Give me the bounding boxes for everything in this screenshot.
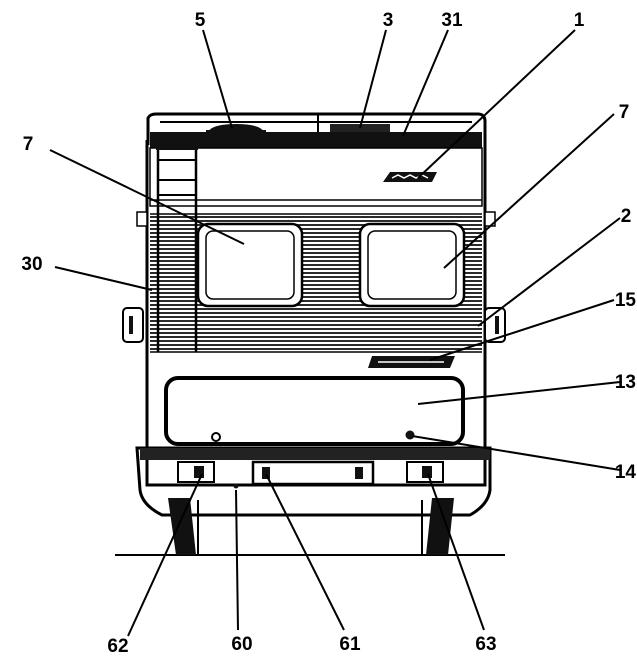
leader-30 <box>54 266 153 291</box>
callout-13: 13 <box>615 372 636 393</box>
leader-13 <box>417 381 621 405</box>
callout-7-left: 7 <box>23 134 34 155</box>
callout-1: 1 <box>574 10 585 31</box>
leader-60 <box>235 489 239 631</box>
leader-2 <box>477 217 621 327</box>
rear-window-left <box>196 222 304 308</box>
leader-1 <box>417 29 576 179</box>
rear-ladder <box>156 144 198 352</box>
leader-5 <box>202 29 233 129</box>
callout-14: 14 <box>615 462 637 483</box>
manufacturer-logo <box>383 172 437 182</box>
roof-hatch <box>330 124 390 134</box>
callout-15: 15 <box>615 290 637 311</box>
callout-7-right: 7 <box>619 102 630 123</box>
rear-window-right <box>358 222 466 308</box>
leader-lines <box>49 29 621 637</box>
panel-lock <box>405 430 415 440</box>
tail-light-left <box>177 461 215 483</box>
rear-fog-light <box>233 483 239 489</box>
callout-62: 62 <box>107 636 128 657</box>
leader-3 <box>359 29 387 129</box>
model-badge <box>368 356 455 368</box>
leader-14 <box>411 435 621 471</box>
tail-light-right <box>406 461 444 483</box>
leader-61 <box>265 473 345 631</box>
lower-rear-panel <box>164 376 465 446</box>
callout-labels: 5 3 31 1 7 7 2 30 15 13 14 62 60 61 63 <box>21 10 636 657</box>
callout-3: 3 <box>383 10 394 31</box>
license-plate <box>251 460 375 486</box>
roof-edge-profile <box>150 132 482 148</box>
leader-62 <box>127 473 203 637</box>
leader-7-right <box>443 113 615 269</box>
mud-flaps <box>168 498 454 555</box>
panel-screw <box>211 432 221 442</box>
callout-31: 31 <box>441 10 463 31</box>
leader-63 <box>427 473 485 631</box>
leader-15 <box>429 299 615 361</box>
callout-61: 61 <box>339 634 361 655</box>
callout-30: 30 <box>21 254 42 275</box>
rear-bumper <box>135 446 492 517</box>
callout-5: 5 <box>195 10 206 31</box>
callout-2: 2 <box>621 206 632 227</box>
callout-63: 63 <box>475 634 496 655</box>
roof-rail <box>146 112 487 146</box>
leader-7-left <box>49 149 245 245</box>
leader-31 <box>402 29 449 137</box>
callout-60: 60 <box>231 634 252 655</box>
